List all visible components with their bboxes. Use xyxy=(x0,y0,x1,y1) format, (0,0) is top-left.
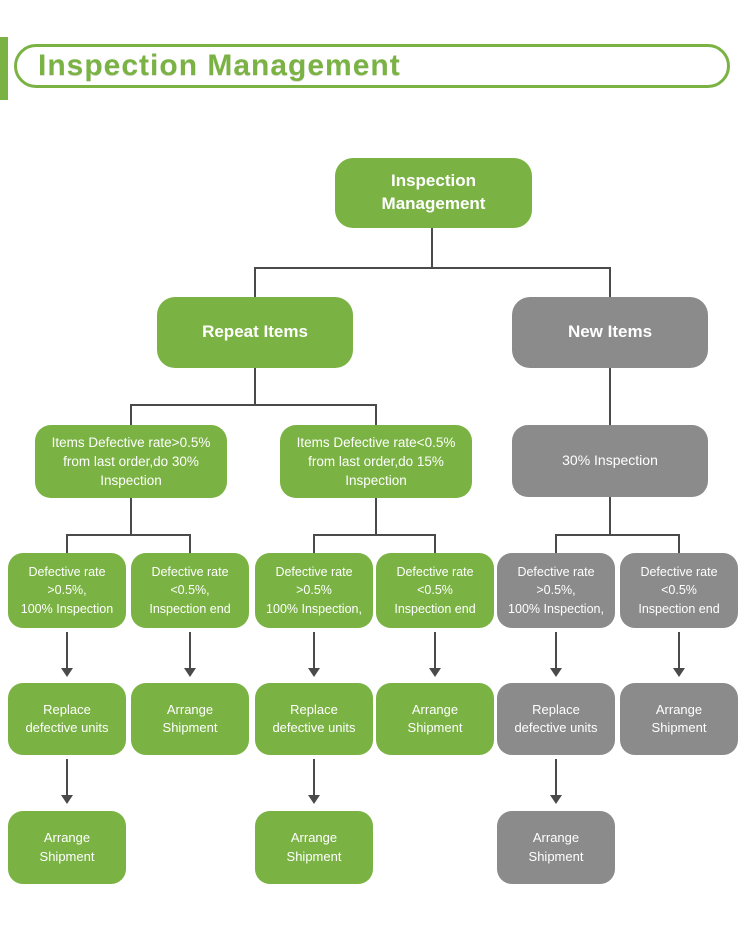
node-arrange-shipment-final-3: Arrange Shipment xyxy=(497,811,615,884)
arrow-down-5 xyxy=(550,632,562,677)
node-arrange-shipment-final-2: Arrange Shipment xyxy=(255,811,373,884)
arrow-down-2 xyxy=(184,632,196,677)
node-repeat-defect-gt-0-5-rule: Items Defective rate>0.5% from last orde… xyxy=(35,425,227,498)
connector-new-to-30pct xyxy=(609,368,611,425)
connector-repeat-stub xyxy=(254,368,256,406)
node-repeat30-defect-lt-0-5: Defective rate <0.5%, Inspection end xyxy=(131,553,249,628)
connector-to-repeat-items xyxy=(254,267,256,297)
connector-to-repeat-gt-rule xyxy=(130,404,132,425)
arrow-down-9 xyxy=(550,759,562,804)
connector-new30-right xyxy=(678,534,680,553)
node-arrange-shipment-1: Arrange Shipment xyxy=(131,683,249,755)
header-title-box: Inspection Management xyxy=(14,44,730,88)
connector-root-stub xyxy=(431,228,433,268)
connector-new30-stub xyxy=(609,497,611,536)
connector-repeat15-stub xyxy=(375,498,377,536)
arrow-down-3 xyxy=(308,632,320,677)
connector-new30-left xyxy=(555,534,557,553)
connector-repeat15-right xyxy=(434,534,436,553)
connector-repeat30-stub xyxy=(130,498,132,536)
node-arrange-shipment-final-1: Arrange Shipment xyxy=(8,811,126,884)
node-new30-defect-gt-0-5: Defective rate >0.5%, 100% Inspection, xyxy=(497,553,615,628)
connector-to-repeat-lt-rule xyxy=(375,404,377,425)
connector-root-branch xyxy=(254,267,611,269)
node-replace-defective-units-2: Replace defective units xyxy=(255,683,373,755)
connector-repeat-branch xyxy=(130,404,377,406)
node-replace-defective-units-3: Replace defective units xyxy=(497,683,615,755)
page-title: Inspection Management xyxy=(38,49,401,82)
connector-repeat15-left xyxy=(313,534,315,553)
node-repeat30-defect-gt-0-5: Defective rate >0.5%, 100% Inspection xyxy=(8,553,126,628)
connector-new30-branch xyxy=(555,534,680,536)
node-repeat-defect-lt-0-5-rule: Items Defective rate<0.5% from last orde… xyxy=(280,425,472,498)
arrow-down-1 xyxy=(61,632,73,677)
node-inspection-management: Inspection Management xyxy=(335,158,532,228)
connector-repeat30-left xyxy=(66,534,68,553)
arrow-down-8 xyxy=(308,759,320,804)
connector-repeat30-right xyxy=(189,534,191,553)
node-arrange-shipment-2: Arrange Shipment xyxy=(376,683,494,755)
node-repeat-items: Repeat Items xyxy=(157,297,353,368)
node-new-items-30-inspection: 30% Inspection xyxy=(512,425,708,497)
arrow-down-7 xyxy=(61,759,73,804)
node-new30-defect-lt-0-5: Defective rate <0.5% Inspection end xyxy=(620,553,738,628)
connector-repeat30-branch xyxy=(66,534,191,536)
node-new-items: New Items xyxy=(512,297,708,368)
arrow-down-6 xyxy=(673,632,685,677)
connector-to-new-items xyxy=(609,267,611,297)
header-accent-bar xyxy=(0,37,8,100)
node-repeat15-defect-lt-0-5: Defective rate <0.5% Inspection end xyxy=(376,553,494,628)
node-arrange-shipment-3: Arrange Shipment xyxy=(620,683,738,755)
connector-repeat15-branch xyxy=(313,534,436,536)
node-repeat15-defect-gt-0-5: Defective rate >0.5% 100% Inspection, xyxy=(255,553,373,628)
node-replace-defective-units-1: Replace defective units xyxy=(8,683,126,755)
arrow-down-4 xyxy=(429,632,441,677)
